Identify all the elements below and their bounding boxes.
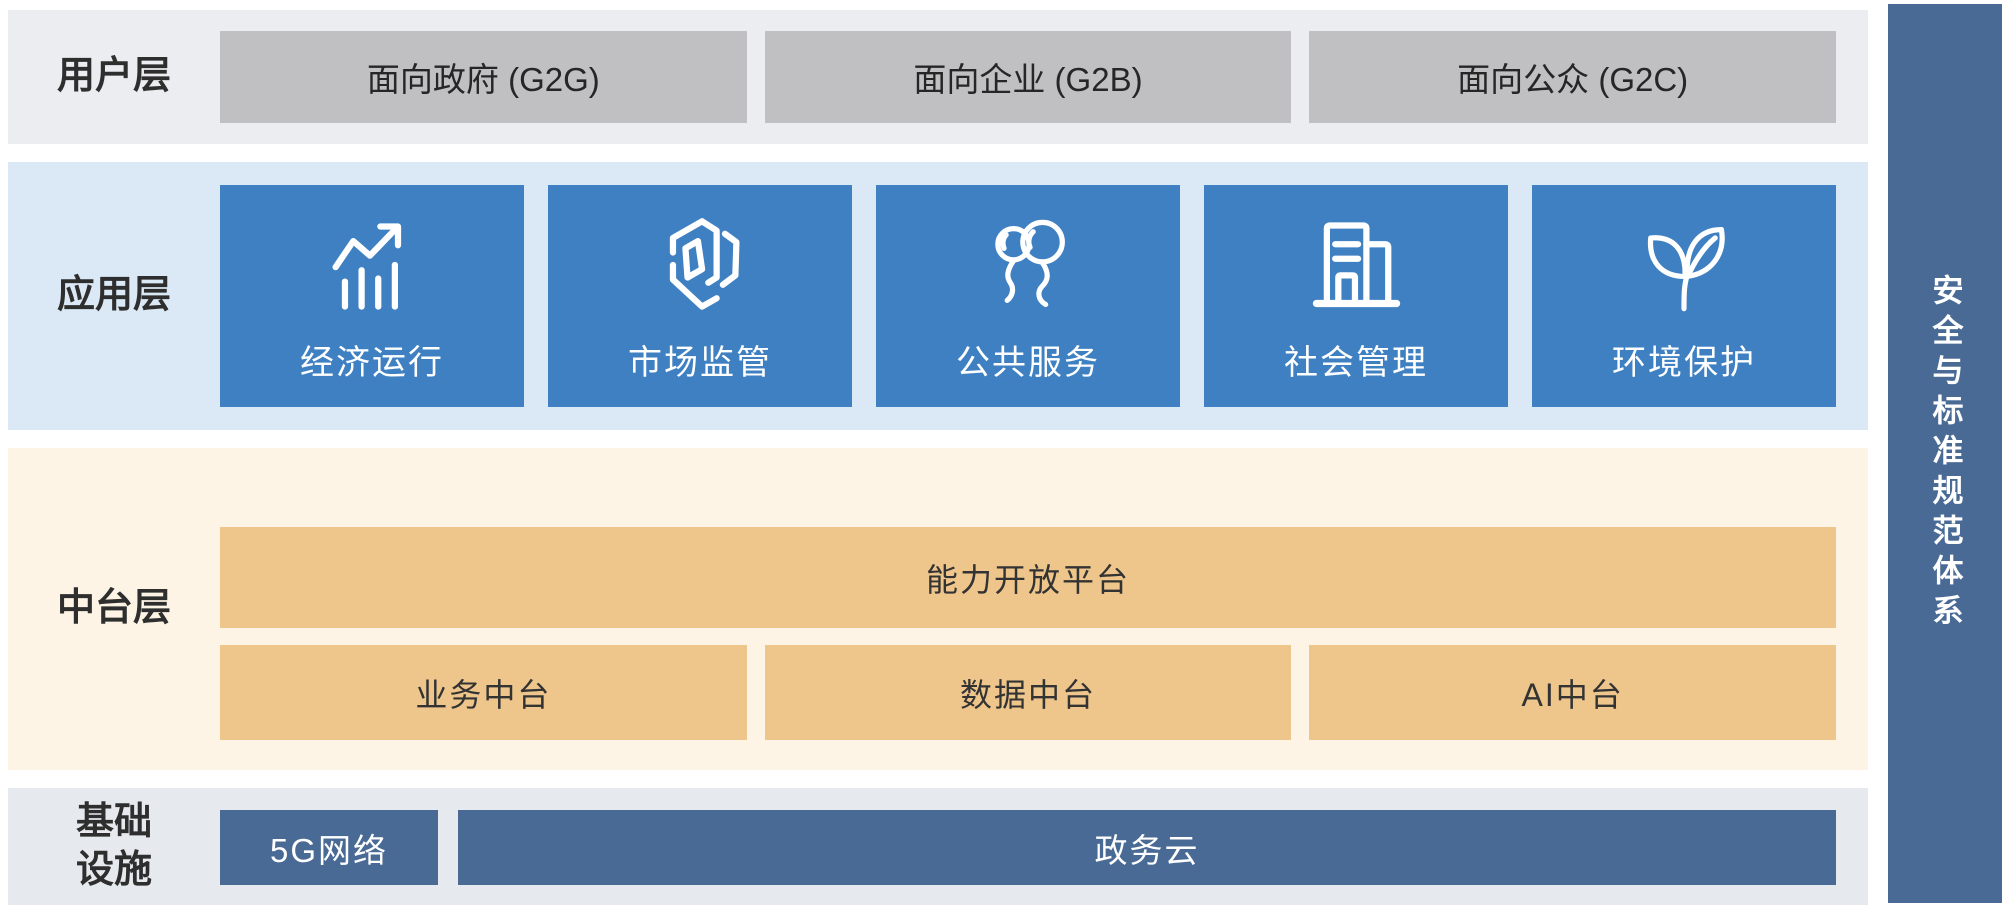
capability-platform-box: 能力开放平台 [220, 527, 1836, 628]
mid-box-business: 业务中台 [220, 645, 747, 740]
app-box-market: 市场监管 [548, 185, 852, 407]
buildings-icon [1304, 213, 1408, 317]
app-box-environment: 环境保护 [1532, 185, 1836, 407]
application-layer-boxes: 经济运行 市场监管 [220, 185, 1836, 407]
user-layer-row: 用户层 面向政府 (G2G) 面向企业 (G2B) 面向公众 (G2C) [8, 10, 1868, 144]
hexagon-cube-icon [648, 213, 752, 317]
leaves-icon [1632, 213, 1736, 317]
middle-layer-label: 中台层 [56, 587, 171, 630]
infrastructure-layer-label: 基础 设施 [75, 801, 152, 891]
infrastructure-layer-row: 基础 设施 5G网络 政务云 [8, 788, 1868, 905]
middle-layer-boxes: 业务中台 数据中台 AI中台 [220, 645, 1836, 740]
mid-box-data: 数据中台 [764, 645, 1292, 740]
security-standards-label: 安全与标准规范体系 [1927, 273, 1963, 634]
balloons-icon [976, 213, 1080, 317]
line-chart-growth-icon [320, 213, 424, 317]
user-layer-label: 用户层 [56, 55, 171, 98]
security-standards-bar: 安全与标准规范体系 [1888, 4, 2002, 903]
application-layer-label: 应用层 [56, 274, 171, 317]
user-box-g2c: 面向公众 (G2C) [1309, 31, 1836, 123]
infra-box-gov-cloud: 政务云 [458, 810, 1836, 885]
app-box-label: 社会管理 [1284, 344, 1428, 382]
app-box-public-service: 公共服务 [876, 185, 1180, 407]
app-box-social: 社会管理 [1204, 185, 1508, 407]
infra-box-5g-network: 5G网络 [220, 810, 438, 885]
infrastructure-layer-boxes: 5G网络 政务云 [220, 810, 1836, 885]
app-box-label: 环境保护 [1612, 344, 1756, 382]
application-layer-row: 应用层 经济运行 [8, 162, 1868, 430]
user-box-g2g: 面向政府 (G2G) [220, 31, 747, 123]
middle-layer-row: 中台层 能力开放平台 业务中台 数据中台 AI中台 [8, 448, 1868, 770]
user-box-g2b: 面向企业 (G2B) [764, 31, 1292, 123]
app-box-economy: 经济运行 [220, 185, 524, 407]
app-box-label: 市场监管 [628, 344, 772, 382]
mid-box-ai: AI中台 [1309, 645, 1836, 740]
app-box-label: 经济运行 [300, 344, 444, 382]
user-layer-boxes: 面向政府 (G2G) 面向企业 (G2B) 面向公众 (G2C) [220, 31, 1836, 123]
app-box-label: 公共服务 [956, 344, 1100, 382]
